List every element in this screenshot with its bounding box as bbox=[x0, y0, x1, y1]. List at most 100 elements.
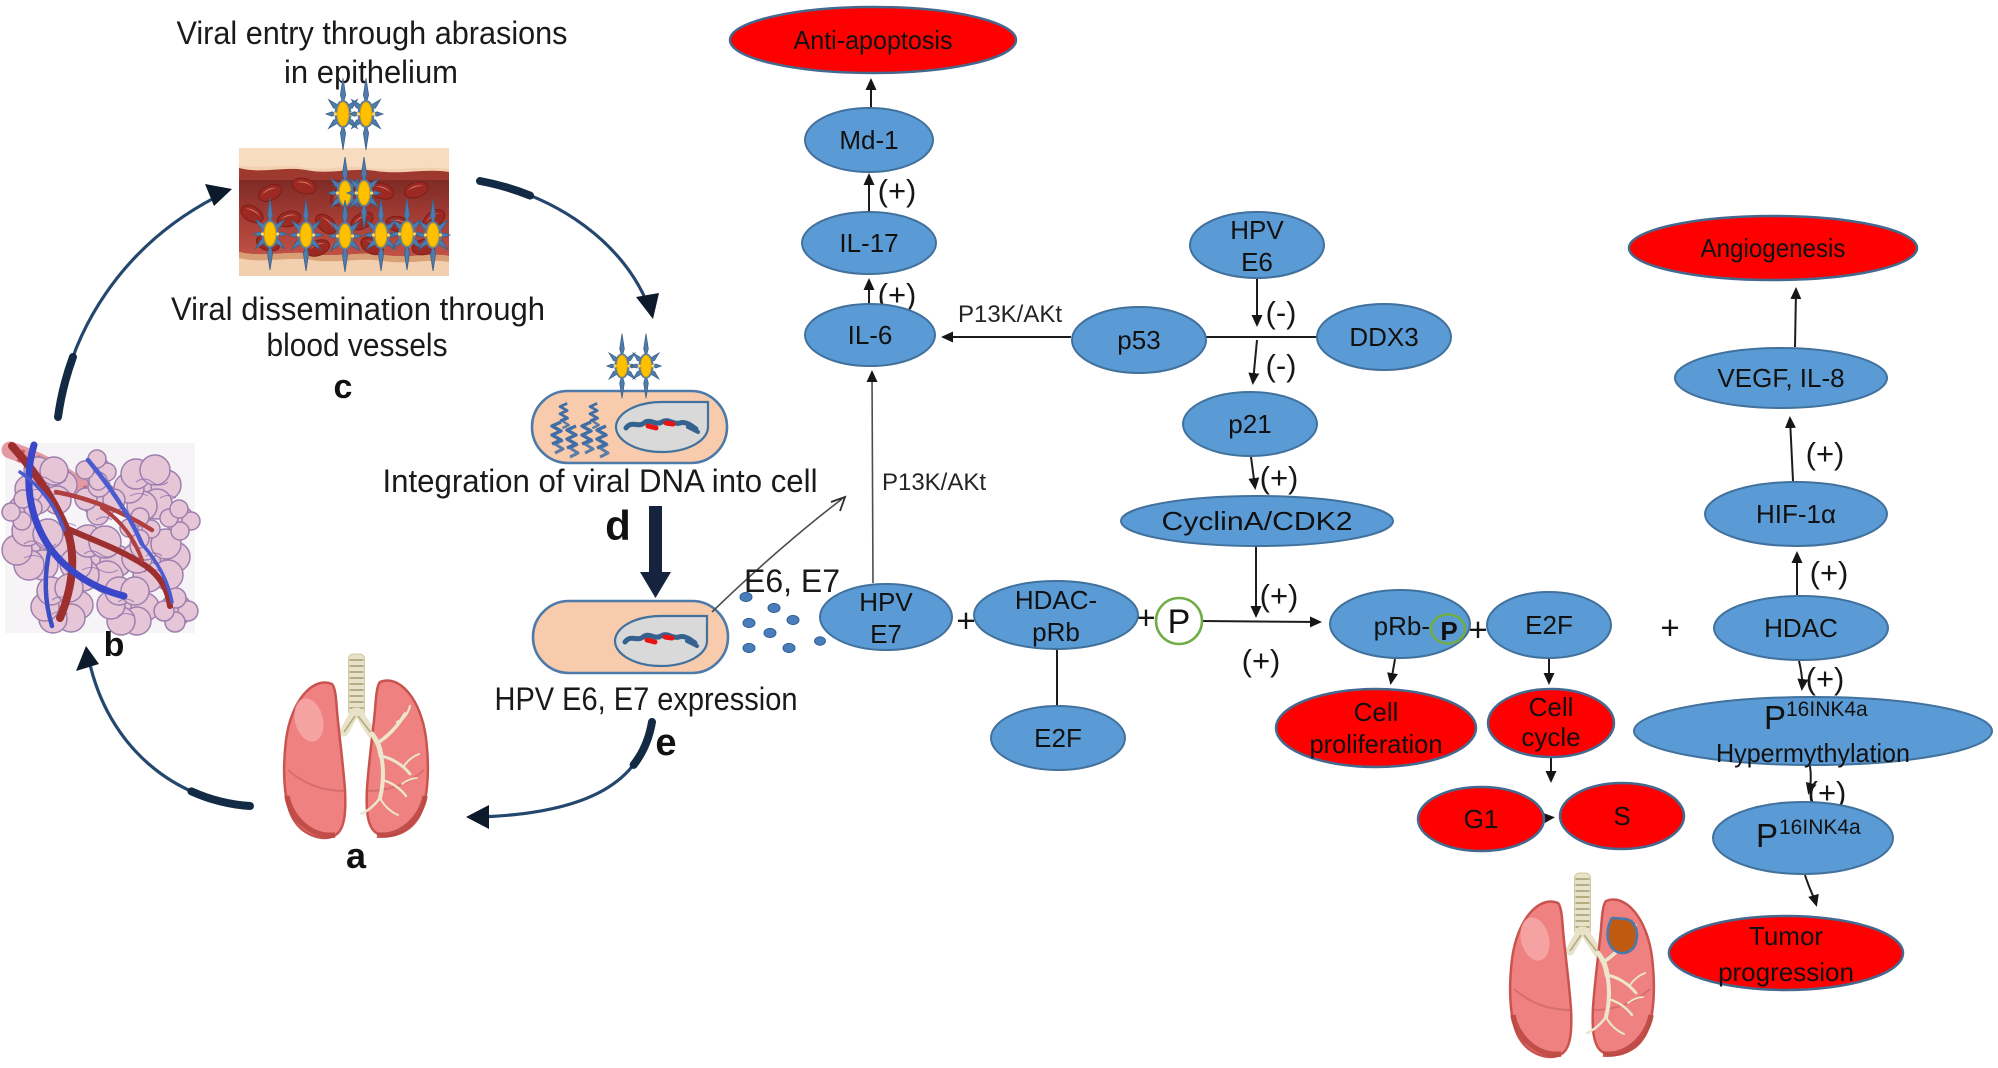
alveoli-vessels bbox=[8, 441, 174, 629]
plus-sign-hdac-p16h: (+) bbox=[1806, 661, 1845, 696]
node-g1-label: G1 bbox=[1464, 804, 1499, 834]
cycle-arrow-e-to-a bbox=[466, 718, 656, 829]
e6-e7-protein-dots bbox=[739, 591, 826, 654]
node-ddx3: DDX3 bbox=[1316, 303, 1452, 371]
node-p16-hyper-sup: 16INK4a bbox=[1786, 698, 1868, 721]
node-tumor-progression: Tumor progression bbox=[1667, 914, 1905, 992]
stage-letter-e: e bbox=[655, 722, 676, 764]
plus-sign-hif-vegf: (+) bbox=[1806, 436, 1845, 471]
infected-cell-illustration bbox=[530, 333, 729, 465]
node-hdac-label: HDAC bbox=[1764, 613, 1838, 643]
node-il6-label: IL-6 bbox=[848, 320, 893, 350]
node-p16-base: P bbox=[1756, 817, 1778, 854]
plus-prbp-e2f: + bbox=[1468, 611, 1487, 648]
alveoli-illustration: b bbox=[1, 441, 201, 664]
plus-sign-hdac-hif: (+) bbox=[1810, 555, 1849, 590]
stage-letter-a: a bbox=[346, 835, 367, 876]
caption-expression: HPV E6, E7 expression e bbox=[495, 681, 798, 764]
node-cell-cycle: Cell cycle bbox=[1486, 687, 1616, 759]
node-angiogenesis-label: Angiogenesis bbox=[1701, 233, 1846, 263]
node-prb-p-phosphate: P bbox=[1440, 616, 1457, 646]
node-il6: IL-6 bbox=[804, 303, 936, 367]
caption-dissemination-line2: blood vessels bbox=[267, 327, 448, 363]
node-tumor-progression-line2: progression bbox=[1718, 957, 1854, 987]
minus-sign-p21: (-) bbox=[1266, 348, 1297, 383]
plus-sign-p21-cyclin: (+) bbox=[1260, 460, 1299, 495]
stage-letter-b: b bbox=[104, 626, 125, 664]
node-hpv-e6-line2: E6 bbox=[1241, 247, 1273, 277]
node-p53: p53 bbox=[1071, 306, 1207, 374]
node-il17-label: IL-17 bbox=[839, 228, 898, 258]
cycle-arrow-b-to-c bbox=[54, 184, 232, 421]
caption-dissemination: Viral dissemination through blood vessel… bbox=[171, 291, 545, 406]
node-vegf-il8-label: VEGF, IL-8 bbox=[1717, 363, 1844, 393]
node-cell-proliferation-line2: proliferation bbox=[1310, 729, 1443, 759]
expression-cell-illustration bbox=[531, 599, 730, 675]
pathway-connectors bbox=[863, 78, 1819, 907]
plus-sign-cyclin-junction: (+) bbox=[1260, 578, 1299, 613]
node-md1-label: Md-1 bbox=[839, 125, 898, 155]
node-prb-p-label: pRb- bbox=[1374, 611, 1430, 641]
phosphate-circle: P bbox=[1154, 596, 1204, 646]
caption-expression-text: HPV E6, E7 expression bbox=[495, 681, 798, 717]
tumor-icon bbox=[1606, 916, 1639, 955]
node-e2f-mid-label: E2F bbox=[1525, 610, 1573, 640]
node-cyclina-cdk2-label: CyclinA/CDK2 bbox=[1162, 506, 1353, 536]
node-s-phase-label: S bbox=[1613, 801, 1630, 831]
node-anti-apoptosis: Anti-apoptosis bbox=[728, 5, 1018, 75]
caption-integration-text: Integration of viral DNA into cell bbox=[383, 463, 818, 499]
node-cell-proliferation-line1: Cell bbox=[1354, 697, 1399, 727]
blood-vessel-illustration bbox=[237, 77, 451, 276]
node-hpv-e7-line1: HPV bbox=[859, 587, 913, 617]
caption-viral-entry: Viral entry through abrasions in epithel… bbox=[177, 15, 568, 90]
caption-viral-entry-line1: Viral entry through abrasions bbox=[177, 15, 568, 51]
plus-e2f-hdac: + bbox=[1660, 609, 1679, 646]
node-e2f-mid: E2F bbox=[1486, 591, 1612, 659]
node-anti-apoptosis-label: Anti-apoptosis bbox=[794, 25, 953, 55]
cycle-arrow-a-to-b bbox=[76, 646, 254, 810]
caption-integration: Integration of viral DNA into cell d bbox=[383, 463, 818, 549]
node-hdac-prb-line2: pRb bbox=[1032, 617, 1080, 647]
node-hif-1a: HIF-1α bbox=[1704, 481, 1888, 547]
minus-sign-e6: (-) bbox=[1266, 295, 1297, 330]
node-cell-proliferation: Cell proliferation bbox=[1274, 687, 1478, 769]
node-hif-1a-label: HIF-1α bbox=[1756, 499, 1836, 529]
pi3k-akt-label-vertical: P13K/AKt bbox=[882, 469, 986, 496]
plus-hdacprb-p: + bbox=[1136, 599, 1155, 636]
node-il17: IL-17 bbox=[801, 211, 937, 275]
e6-e7-release-curve bbox=[711, 495, 847, 613]
node-e2f-lower-label: E2F bbox=[1034, 723, 1082, 753]
node-hpv-e6-line1: HPV bbox=[1230, 215, 1284, 245]
node-md1: Md-1 bbox=[804, 107, 934, 173]
node-p21-label: p21 bbox=[1228, 409, 1271, 439]
node-cell-cycle-line2: cycle bbox=[1521, 722, 1580, 752]
pi3k-akt-label-horizontal: P13K/AKt bbox=[958, 301, 1062, 328]
node-p21: p21 bbox=[1182, 391, 1318, 457]
node-ddx3-label: DDX3 bbox=[1349, 322, 1418, 352]
node-cyclina-cdk2: CyclinA/CDK2 bbox=[1120, 495, 1394, 547]
node-angiogenesis: Angiogenesis bbox=[1627, 214, 1919, 282]
e6-e7-release-label: E6, E7 bbox=[744, 563, 840, 599]
caption-dissemination-line1: Viral dissemination through bbox=[171, 291, 545, 327]
node-cell-cycle-line1: Cell bbox=[1529, 692, 1574, 722]
node-prb-p: pRb- P bbox=[1329, 589, 1471, 659]
node-hdac-prb-line1: HDAC- bbox=[1015, 585, 1097, 615]
node-p16-hyper-base: P bbox=[1764, 699, 1786, 736]
plus-sign-il17-md1: (+) bbox=[878, 173, 917, 208]
plus-sign-junction-prbp: (+) bbox=[1242, 643, 1281, 678]
node-hdac: HDAC bbox=[1713, 595, 1889, 661]
caption-viral-entry-line2: in epithelium bbox=[284, 54, 458, 90]
sign-annotations: (+) (+) (-) (-) (+) (+) (+) (+) (+) (+) … bbox=[878, 173, 1849, 810]
node-e2f-lower: E2F bbox=[990, 705, 1126, 771]
node-s-phase: S bbox=[1558, 781, 1686, 851]
node-p16-hyper-line2: Hypermythylation bbox=[1716, 738, 1910, 768]
stage-letter-c: c bbox=[334, 368, 353, 406]
plus-e7-hdacprb: + bbox=[956, 602, 975, 639]
virus-icon bbox=[630, 333, 662, 399]
node-hpv-e7: HPV E7 bbox=[819, 583, 953, 651]
node-p16: P 16INK4a bbox=[1712, 801, 1894, 875]
stage-letter-d: d bbox=[605, 502, 631, 549]
node-p53-label: p53 bbox=[1117, 325, 1160, 355]
node-p16-hypermethylation: P 16INK4a Hypermythylation bbox=[1633, 696, 1993, 768]
